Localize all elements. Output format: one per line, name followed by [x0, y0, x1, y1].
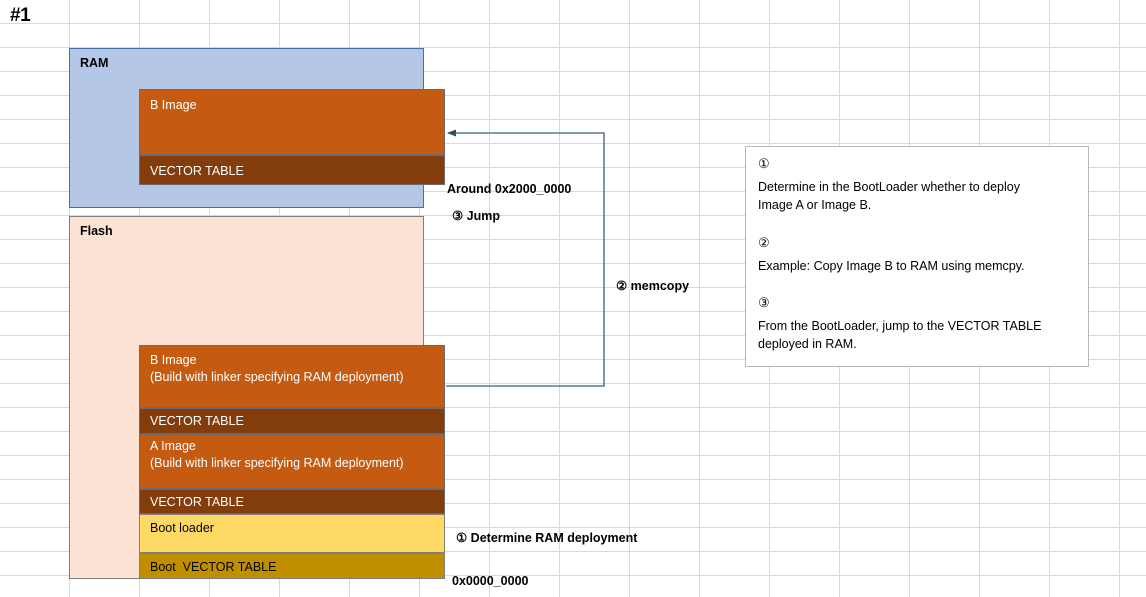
flash-boot-loader-block [139, 514, 445, 553]
note-3-number: ③ [758, 295, 770, 310]
note-2-text: Example: Copy Image B to RAM using memcp… [758, 259, 1025, 273]
flash-a-image-block [139, 434, 445, 489]
page-title: #1 [10, 5, 31, 26]
flash-a-image-sublabel: (Build with linker specifying RAM deploy… [150, 456, 404, 470]
flash-a-vector-table-label: VECTOR TABLE [150, 495, 244, 509]
notes-panel: ① Determine in the BootLoader whether to… [745, 146, 1089, 367]
flash-a-vector-table-block [139, 489, 445, 514]
flash-a-image-label: A Image [150, 439, 196, 453]
note-1-text: Determine in the BootLoader whether to d… [758, 180, 1020, 212]
flash-b-image-block [139, 345, 445, 408]
step1-determine-label: ① Determine RAM deployment [456, 531, 638, 545]
note-3-text: From the BootLoader, jump to the VECTOR … [758, 319, 1042, 351]
flash-b-vector-table-block [139, 408, 445, 434]
ram-b-image-label: B Image [150, 98, 197, 112]
flash-boot-vector-table-label: Boot VECTOR TABLE [150, 560, 277, 574]
ram-b-vector-table-block [139, 155, 445, 185]
flash-b-image-sublabel: (Build with linker specifying RAM deploy… [150, 370, 404, 384]
step2-memcopy-label: ② memcopy [616, 279, 690, 293]
flash-boot-vector-table-block [139, 553, 445, 579]
flash-boot-loader-label: Boot loader [150, 521, 214, 535]
flash-address-label: 0x0000_0000 [452, 574, 529, 588]
ram-b-vector-table-label: VECTOR TABLE [150, 164, 244, 178]
note-2-number: ② [758, 235, 770, 250]
note-1-number: ① [758, 156, 770, 171]
ram-region-label: RAM [80, 56, 109, 70]
ram-b-image-block [139, 89, 445, 155]
flash-b-vector-table-label: VECTOR TABLE [150, 414, 244, 428]
flash-region-label: Flash [80, 224, 113, 238]
ram-address-label: Around 0x2000_0000 [447, 182, 572, 196]
flash-b-image-label: B Image [150, 353, 197, 367]
step3-jump-label: ③ Jump [452, 209, 501, 223]
